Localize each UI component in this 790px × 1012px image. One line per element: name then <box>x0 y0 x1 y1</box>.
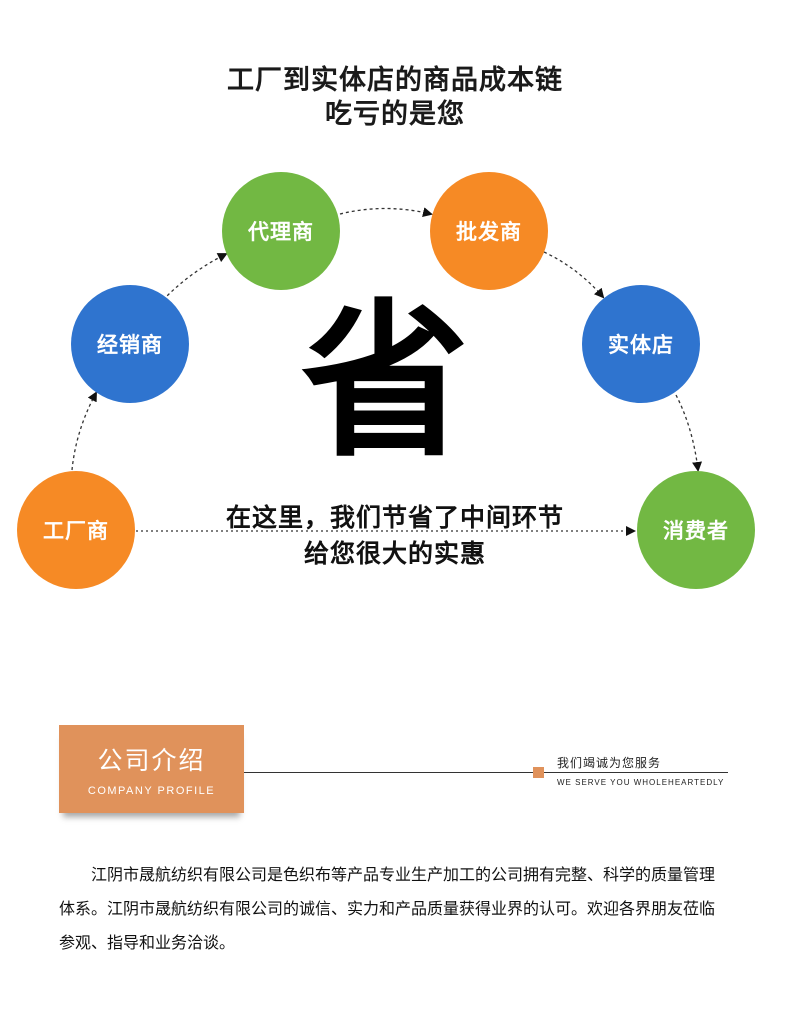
tagline-english: WE SERVE YOU WHOLEHEARTEDLY <box>557 778 725 787</box>
divider-square-marker <box>533 767 544 778</box>
company-intro-paragraph: 江阴市晟航纺织有限公司是色织布等产品专业生产加工的公司拥有完整、科学的质量管理体… <box>59 865 716 952</box>
center-save-character: 省 <box>301 284 469 480</box>
node-agent: 代理商 <box>222 172 340 290</box>
badge-title: 公司介绍 <box>97 746 206 775</box>
node-wholesaler: 批发商 <box>430 172 548 290</box>
arrow-factory-to-dealer <box>71 391 97 471</box>
node-factory: 工厂商 <box>17 471 135 589</box>
slogan-line-2: 给您很大的实惠 <box>303 539 486 568</box>
node-consumer: 消费者 <box>637 471 755 589</box>
badge-subtitle: COMPANY PROFILE <box>87 785 216 797</box>
company-profile-badge: 公司介绍 COMPANY PROFILE <box>59 725 244 813</box>
node-store: 实体店 <box>582 285 700 403</box>
tagline-chinese: 我们竭诚为您服务 <box>557 756 662 770</box>
supply-chain-connectors <box>71 207 703 536</box>
headline-line-2: 吃亏的是您 <box>325 99 465 130</box>
arrow-wholesaler-to-store <box>543 251 605 299</box>
slogan-line-1: 在这里，我们节省了中间环节 <box>225 503 564 532</box>
arrow-agent-to-wholesaler <box>339 207 433 218</box>
node-dealer: 经销商 <box>71 285 189 403</box>
arrow-store-to-consumer <box>675 394 703 472</box>
headline-line-1: 工厂到实体店的商品成本链 <box>227 65 563 96</box>
arrow-dealer-to-agent <box>162 253 228 301</box>
section-divider-line <box>244 772 728 773</box>
